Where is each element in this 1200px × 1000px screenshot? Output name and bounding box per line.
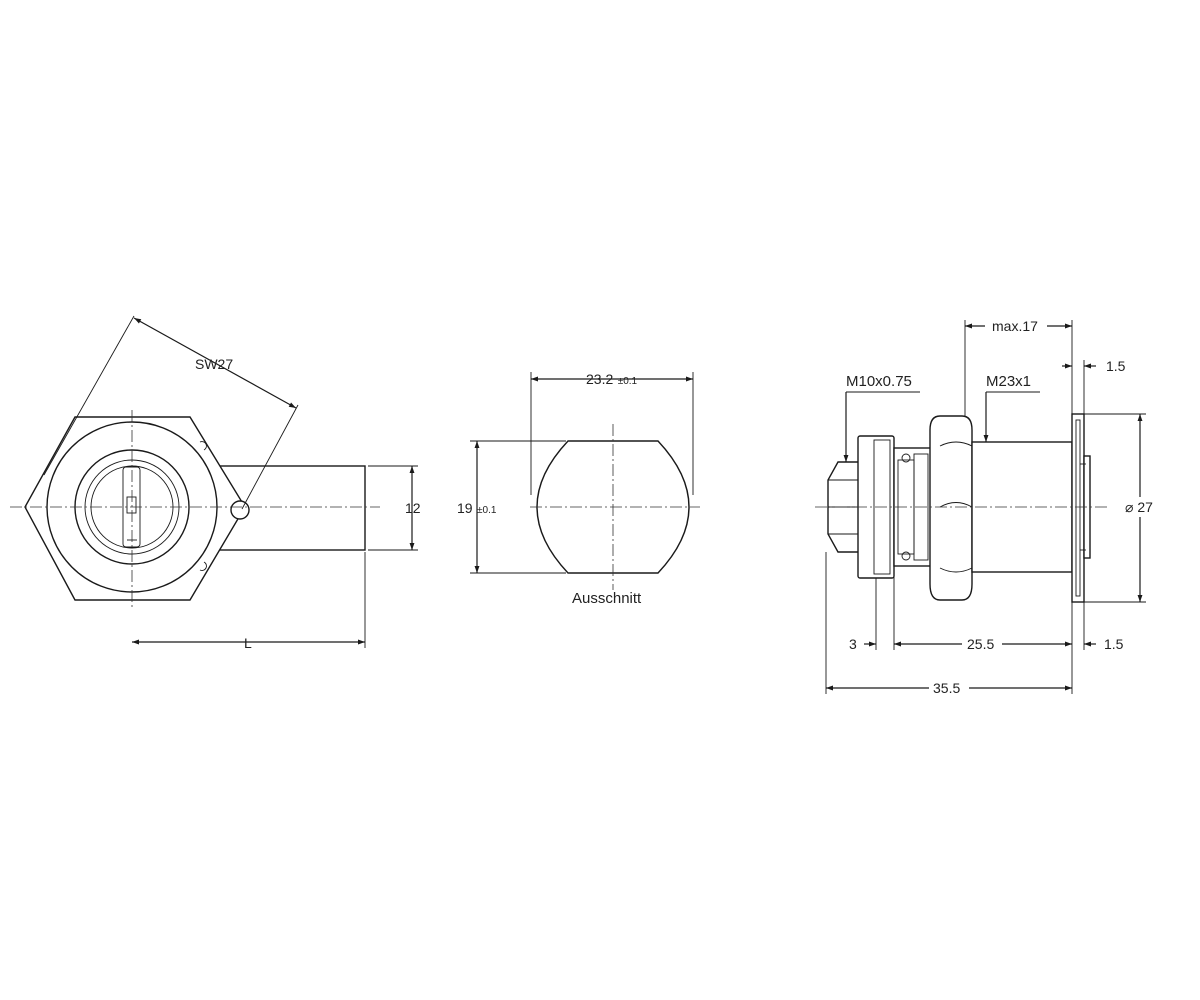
height-12-label: 12 bbox=[405, 500, 421, 516]
front-view: SW27 12 L bbox=[10, 315, 421, 651]
sw-label: SW27 bbox=[195, 356, 233, 372]
max-17-label: max.17 bbox=[992, 318, 1038, 334]
cutout-width-tol: ±0.1 bbox=[618, 376, 638, 387]
cutout-height-value: 19 bbox=[457, 500, 473, 516]
dim-3-label: 3 bbox=[849, 636, 857, 652]
cutout-width-value: 23.2 bbox=[586, 371, 613, 387]
cutout-width-label: 23.2 ±0.1 bbox=[586, 371, 638, 388]
cutout-height-tol: ±0.1 bbox=[477, 505, 497, 516]
front-flange bbox=[1071, 413, 1085, 603]
cam-pin bbox=[230, 500, 250, 520]
cutout-height-label: 19 ±0.1 bbox=[457, 500, 497, 517]
side-view: M10x0.75 M23x1 max.17 1.5 ⌀ 27 3 bbox=[815, 316, 1164, 698]
length-l-label: L bbox=[244, 635, 252, 651]
large-hex-nut bbox=[929, 415, 973, 601]
cutout-caption: Ausschnitt bbox=[572, 590, 642, 607]
thread-small-label: M10x0.75 bbox=[846, 373, 912, 390]
dim-25-5-label: 25.5 bbox=[967, 636, 994, 652]
diameter-27-label: ⌀ 27 bbox=[1125, 499, 1153, 515]
total-35-5-label: 35.5 bbox=[933, 680, 960, 696]
top-gap-label: 1.5 bbox=[1106, 358, 1126, 374]
cutout-view: 23.2 ±0.1 19 ±0.1 Ausschnitt bbox=[457, 371, 700, 607]
thread-large-label: M23x1 bbox=[986, 373, 1031, 390]
bottom-gap-label: 1.5 bbox=[1104, 636, 1124, 652]
